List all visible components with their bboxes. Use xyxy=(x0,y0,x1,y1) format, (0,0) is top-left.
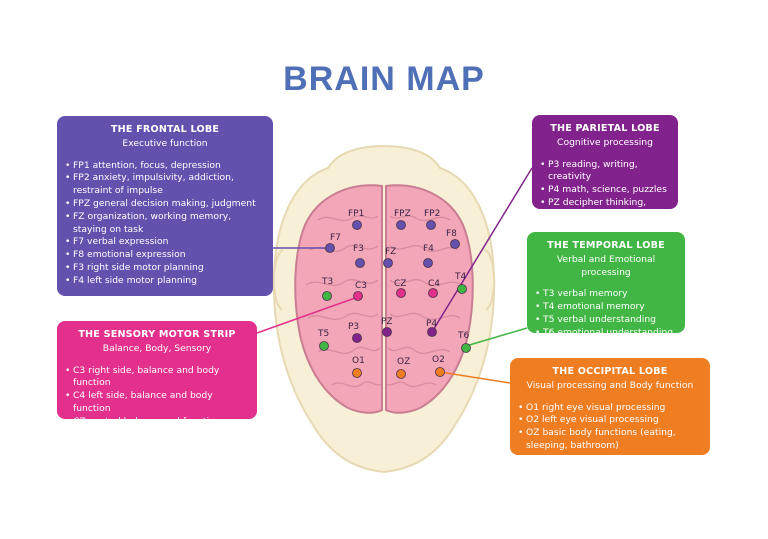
electrode-t6-dot xyxy=(461,343,471,353)
electrode-t3-dot xyxy=(322,291,332,301)
occipital-lobe-panel: THE OCCIPITAL LOBE Visual processing and… xyxy=(510,358,710,455)
frontal-item: F7 verbal expression xyxy=(65,236,265,249)
electrode-f8-dot xyxy=(450,239,460,249)
temporal-lobe-subtitle: Verbal and Emotional processing xyxy=(556,253,656,278)
temporal-item: T4 emotional memory xyxy=(535,301,677,314)
parietal-lobe-subtitle: Cognitive processing xyxy=(557,136,653,148)
electrode-fpz-dot xyxy=(396,220,406,230)
frontal-item: FP2 anxiety, impulsivity, addiction, res… xyxy=(65,172,265,198)
left-hemisphere xyxy=(294,184,383,414)
temporal-lobe-panel: THE TEMPORAL LOBE Verbal and Emotional p… xyxy=(527,232,685,339)
electrode-f7-label: F7 xyxy=(330,233,341,243)
temporal-lobe-list: T3 verbal memory T4 emotional memory T5 … xyxy=(535,288,677,339)
sensory-item: C4 left side, balance and body function xyxy=(65,390,249,416)
temporal-connector xyxy=(465,327,528,347)
sensory-connector xyxy=(256,297,356,334)
electrode-cz-label: CZ xyxy=(394,279,406,289)
frontal-item: FPZ general decision making, judgment xyxy=(65,198,265,211)
frontal-lobe-panel: THE FRONTAL LOBE Executive function FP1 … xyxy=(57,116,273,296)
electrode-oz-dot xyxy=(396,369,406,379)
temporal-item: T6 emotional understanding xyxy=(535,327,677,340)
parietal-lobe-title: THE PARIETAL LOBE xyxy=(550,123,660,134)
electrode-p4-label: P4 xyxy=(426,319,437,329)
electrode-p3-dot xyxy=(352,333,362,343)
electrode-f3-dot xyxy=(355,258,365,268)
parietal-item: PZ decipher thinking, logic xyxy=(540,197,670,223)
electrode-t5-label: T5 xyxy=(317,329,329,339)
electrode-f3-label: F3 xyxy=(353,244,364,254)
electrode-fp2-dot xyxy=(426,220,436,230)
occipital-item: O1 right eye visual processing xyxy=(518,402,702,415)
sensory-motor-strip-panel: THE SENSORY MOTOR STRIP Balance, Body, S… xyxy=(57,321,257,428)
sensory-motor-strip-list: C3 right side, balance and body function… xyxy=(65,365,249,429)
electrode-f8-label: F8 xyxy=(446,229,457,239)
occipital-item: O2 left eye visual processing xyxy=(518,414,702,427)
electrode-fp2-label: FP2 xyxy=(424,209,440,219)
electrode-c4-dot xyxy=(428,288,438,298)
occipital-lobe-title: THE OCCIPITAL LOBE xyxy=(552,366,668,377)
electrode-o1-dot xyxy=(352,368,362,378)
frontal-item: FP1 attention, focus, depression xyxy=(65,160,265,173)
electrode-t4-dot xyxy=(457,284,467,294)
temporal-item: T3 verbal memory xyxy=(535,288,677,301)
electrode-oz-label: OZ xyxy=(397,357,410,367)
right-ear xyxy=(484,249,496,311)
parietal-lobe-list: P3 reading, writing, creativity P4 math,… xyxy=(540,159,670,223)
temporal-lobe-title: THE TEMPORAL LOBE xyxy=(547,240,665,251)
electrode-p3-label: P3 xyxy=(348,322,359,332)
electrode-t3-label: T3 xyxy=(321,277,333,287)
electrode-o1-label: O1 xyxy=(352,356,365,366)
electrode-t6-label: T6 xyxy=(457,331,469,341)
parietal-connector xyxy=(431,167,533,333)
electrode-fp1-dot xyxy=(352,220,362,230)
occipital-item: OZ basic body functions (eating, sleepin… xyxy=(518,427,702,453)
electrode-cz-dot xyxy=(396,288,406,298)
electrode-fpz-label: FPZ xyxy=(394,209,411,219)
electrode-o2-dot xyxy=(435,367,445,377)
occipital-lobe-subtitle: Visual processing and Body function xyxy=(526,379,694,391)
sensory-motor-strip-subtitle: Balance, Body, Sensory xyxy=(102,342,212,354)
sensory-item: CZ central balance and function xyxy=(65,416,249,429)
frontal-item: F3 right side motor planning xyxy=(65,262,265,275)
left-ear xyxy=(272,249,284,311)
electrode-c3-label: C3 xyxy=(355,281,367,291)
occipital-lobe-list: O1 right eye visual processing O2 left e… xyxy=(518,402,702,453)
electrode-f4-dot xyxy=(423,258,433,268)
frontal-lobe-list: FP1 attention, focus, depression FP2 anx… xyxy=(65,160,265,288)
electrode-fp1-label: FP1 xyxy=(348,209,364,219)
electrode-t5-dot xyxy=(319,341,329,351)
electrode-fz-label: FZ xyxy=(385,247,396,257)
electrode-fz-dot xyxy=(383,258,393,268)
frontal-item: FZ organization, working memory, staying… xyxy=(65,211,265,237)
occipital-connector xyxy=(439,371,511,384)
frontal-lobe-title: THE FRONTAL LOBE xyxy=(110,124,220,135)
electrode-o2-label: O2 xyxy=(432,355,445,365)
electrode-f7-dot xyxy=(325,243,335,253)
frontal-lobe-subtitle: Executive function xyxy=(122,137,208,149)
electrode-c4-label: C4 xyxy=(428,279,440,289)
sensory-motor-strip-title: THE SENSORY MOTOR STRIP xyxy=(78,329,236,340)
parietal-item: P4 math, science, puzzles xyxy=(540,184,670,197)
page-title: BRAIN MAP xyxy=(283,60,485,98)
frontal-item: F8 emotional expression xyxy=(65,249,265,262)
electrode-c3-dot xyxy=(353,291,363,301)
electrode-p4-dot xyxy=(427,327,437,337)
electrode-pz-label: PZ xyxy=(381,317,393,327)
parietal-item: P3 reading, writing, creativity xyxy=(540,159,670,185)
parietal-lobe-panel: THE PARIETAL LOBE Cognitive processing P… xyxy=(532,115,678,221)
electrode-t4-label: T4 xyxy=(454,272,466,282)
electrode-f4-label: F4 xyxy=(423,244,434,254)
sensory-item: C3 right side, balance and body function xyxy=(65,365,249,391)
frontal-item: F4 left side motor planning xyxy=(65,275,265,288)
electrode-pz-dot xyxy=(382,327,392,337)
temporal-item: T5 verbal understanding xyxy=(535,314,677,327)
